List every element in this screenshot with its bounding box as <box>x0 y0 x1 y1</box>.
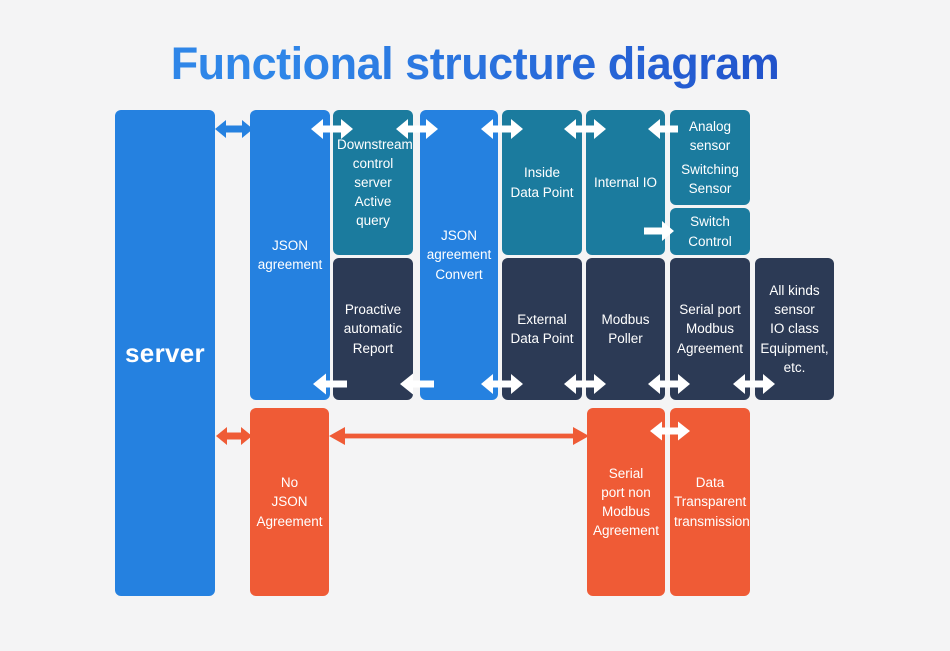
arrow-serial-modbus-to-all-kinds-sensor <box>733 372 775 396</box>
block-analog-switching-sensor[interactable]: Analog sensor Switching Sensor <box>670 110 750 205</box>
block-server-line-0: server <box>125 337 205 368</box>
block-serial-port-non-modbus-agreement[interactable]: Serial port non Modbus Agreement <box>587 408 665 596</box>
arrow-modbus-poller-to-serial-modbus <box>648 372 690 396</box>
arrow-no-json-to-serial-non-modbus <box>329 424 589 448</box>
block-analog-sensor-group: Analog sensor <box>674 117 746 155</box>
block-downstream-control-server[interactable]: Downstream control server Active query <box>333 110 413 255</box>
block-switching-sensor-line-0: Switching <box>681 161 739 177</box>
block-internal-io-line-0: Internal IO <box>593 174 658 190</box>
arrow-internal-io-to-analog-sensor <box>648 117 678 141</box>
page-title: Functional structure diagram <box>0 38 950 90</box>
block-json-convert-line-2: Convert <box>435 266 483 282</box>
block-all-kinds-line-4: etc. <box>783 359 806 375</box>
arrow-json-convert-to-proactive <box>400 372 434 396</box>
arrow-json-agreement-to-downstream <box>311 117 353 141</box>
block-external-data-point-line-1: Data Point <box>510 331 574 346</box>
arrow-inside-data-point-to-internal-io <box>564 117 606 141</box>
arrow-server-to-json-agreement <box>215 117 253 141</box>
arrow-downstream-to-json-convert <box>396 117 438 141</box>
block-no-json-line-1: JSON <box>271 494 308 510</box>
block-all-kinds-sensor[interactable]: All kinds sensor IO class Equipment, etc… <box>755 258 834 400</box>
arrow-external-data-point-to-modbus-poller <box>564 372 606 396</box>
block-data-transparent-line-1: Transparent <box>674 494 747 510</box>
block-analog-sensor-line-1: sensor <box>689 137 731 153</box>
arrow-json-convert-to-inside-data-point <box>481 117 523 141</box>
block-json-agreement-convert[interactable]: JSON agreement Convert <box>420 110 498 400</box>
block-all-kinds-line-3: Equipment, <box>760 340 829 356</box>
block-switch-control[interactable]: Switch Control <box>670 208 750 255</box>
block-switch-control-line-0: Switch <box>690 214 730 230</box>
block-no-json-line-2: Agreement <box>256 513 323 529</box>
block-data-transparent-line-0: Data <box>695 475 725 491</box>
block-inside-data-point-line-0: Inside <box>523 165 561 181</box>
block-json-agreement-line-0: JSON <box>271 237 308 253</box>
arrow-json-convert-to-external-data-point <box>481 372 523 396</box>
block-all-kinds-line-2: IO class <box>770 321 819 337</box>
arrow-proactive-to-json-agreement <box>313 372 347 396</box>
block-json-convert-line-0: JSON <box>440 228 477 244</box>
block-modbus-poller-line-0: Modbus <box>601 311 650 327</box>
block-all-kinds-line-0: All kinds <box>769 283 820 299</box>
block-inside-data-point-line-1: Data Point <box>510 184 574 200</box>
block-analog-sensor-line-0: Analog <box>688 118 732 134</box>
block-proactive-line-0: Proactive <box>344 302 402 318</box>
block-no-json-line-0: No <box>280 475 299 491</box>
block-json-convert-line-1: agreement <box>426 247 492 263</box>
block-switch-control-line-1: Control <box>688 233 732 249</box>
block-downstream-line-2: server <box>354 174 392 190</box>
block-json-agreement[interactable]: JSON agreement <box>250 110 330 400</box>
block-modbus-poller-line-1: Poller <box>608 331 643 346</box>
block-all-kinds-line-1: sensor <box>774 302 815 318</box>
arrow-server-to-no-json-agreement <box>216 424 252 448</box>
arrow-internal-io-to-switch-control <box>644 219 674 243</box>
block-proactive-automatic-report[interactable]: Proactive automatic Report <box>333 258 413 400</box>
block-proactive-line-2: Report <box>352 340 394 356</box>
block-serial-non-modbus-line-1: port non <box>601 484 651 500</box>
block-serial-non-modbus-line-3: Agreement <box>592 523 660 539</box>
block-serial-modbus-line-2: Agreement <box>676 340 744 356</box>
block-data-transparent-line-2: transmission <box>674 513 750 529</box>
block-serial-modbus-line-1: Modbus <box>685 321 735 337</box>
block-data-transparent-transmission[interactable]: Data Transparent transmission <box>670 408 750 596</box>
block-serial-modbus-line-0: Serial port <box>679 302 741 318</box>
block-proactive-line-1: automatic <box>343 321 403 337</box>
block-switching-sensor-group: Switching Sensor <box>674 160 746 198</box>
block-modbus-poller[interactable]: Modbus Poller <box>586 258 665 400</box>
block-serial-non-modbus-line-2: Modbus <box>601 504 651 519</box>
block-serial-port-modbus-agreement[interactable]: Serial port Modbus Agreement <box>670 258 750 400</box>
block-external-data-point[interactable]: External Data Point <box>502 258 582 400</box>
block-downstream-line-0: Downstream <box>337 136 413 152</box>
block-switching-sensor-line-1: Sensor <box>688 181 732 197</box>
block-server[interactable]: server <box>115 110 215 596</box>
block-downstream-line-3: Active query <box>354 194 392 229</box>
block-downstream-line-1: control <box>352 155 394 171</box>
block-json-agreement-line-1: agreement <box>257 257 323 272</box>
arrow-serial-non-modbus-to-data-transparent <box>650 419 690 443</box>
block-external-data-point-line-0: External <box>517 311 567 327</box>
block-no-json-agreement[interactable]: No JSON Agreement <box>250 408 329 596</box>
block-serial-non-modbus-line-0: Serial <box>608 465 644 481</box>
